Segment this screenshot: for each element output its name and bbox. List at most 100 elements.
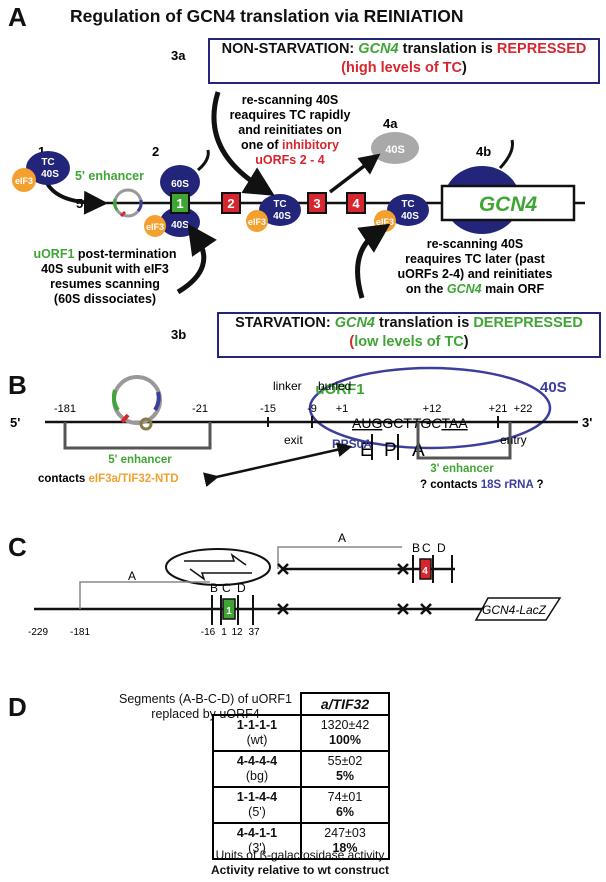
svg-text:P: P <box>384 440 397 461</box>
svg-text:eIF3: eIF3 <box>248 217 266 227</box>
svg-text:40S: 40S <box>273 211 291 222</box>
svg-text:eIF3: eIF3 <box>146 222 164 232</box>
uorf4-box <box>346 192 366 214</box>
svg-text:B: B <box>210 581 218 595</box>
uorf1-box <box>170 192 190 214</box>
svg-text:uORFs 2-4) and reinitiates: uORFs 2-4) and reinitiates <box>398 267 553 281</box>
svg-text:uORF1: uORF1 <box>315 381 364 398</box>
svg-text:+21: +21 <box>489 403 508 415</box>
svg-text:3: 3 <box>313 196 320 211</box>
gcn4-orf-box <box>440 184 576 222</box>
panel-b-letter: B <box>8 370 27 400</box>
svg-text:40S: 40S <box>385 144 405 156</box>
svg-text:uORFs 2 - 4: uORFs 2 - 4 <box>255 153 325 167</box>
panel-c-diagram: GCN4-LacZ A B C D 1 A B C D 4 -229 -181 … <box>28 531 562 638</box>
nonstarvation-box: NON-STARVATION: GCN4 translation is REPR… <box>208 38 600 84</box>
svg-text:60S: 60S <box>171 179 189 190</box>
gcn4-lacz-box <box>474 597 562 621</box>
svg-text:-181: -181 <box>54 403 76 415</box>
svg-text:exit: exit <box>284 433 303 447</box>
svg-text:? contacts 18S rRNA ?: ? contacts 18S rRNA ? <box>420 479 544 491</box>
svg-text:3' enhancer: 3' enhancer <box>430 463 494 475</box>
svg-text:A: A <box>128 569 136 583</box>
svg-text:re-scanning 40S: re-scanning 40S <box>427 237 524 251</box>
rescan-bottom-text: re-scanning 40S reaquires TC later (past… <box>398 237 553 296</box>
svg-text:B: B <box>412 541 420 555</box>
positions-b: -181 -21 -15 -9 +1 +12 +21 +22 <box>54 403 532 415</box>
svg-text:5': 5' <box>10 415 20 430</box>
svg-text:buried: buried <box>318 379 351 393</box>
step-label-4b: 4b <box>476 144 491 159</box>
peptide-2 <box>197 149 210 172</box>
svg-text:reaquires TC rapidly: reaquires TC rapidly <box>230 108 351 122</box>
bracket-3-enhancer <box>416 422 512 460</box>
svg-text:on the GCN4 main ORF: on the GCN4 main ORF <box>406 282 545 296</box>
svg-text:12: 12 <box>231 627 243 638</box>
panel-d-footer: Units of ß-galactosidase activity Activi… <box>210 848 390 877</box>
svg-text:-16: -16 <box>201 627 216 638</box>
arrow-4a <box>328 153 381 194</box>
svg-text:eIF3: eIF3 <box>376 217 394 227</box>
svg-text:C: C <box>422 541 431 555</box>
step-label-4a: 4a <box>383 116 398 131</box>
step-label-1: 1 <box>38 144 45 159</box>
svg-text:re-scanning 40S: re-scanning 40S <box>242 93 339 107</box>
svg-text:40S: 40S <box>171 220 189 231</box>
arrow-3a <box>211 91 275 196</box>
panel-a-letter: A <box>8 2 27 32</box>
uorf3-box <box>307 192 327 214</box>
svg-text:one of inhibitory: one of inhibitory <box>241 138 339 152</box>
svg-text:D: D <box>437 541 446 555</box>
svg-text:contacts eIF3a/TIF32-NTD: contacts eIF3a/TIF32-NTD <box>38 473 179 485</box>
svg-text:-9: -9 <box>307 403 317 415</box>
svg-text:+12: +12 <box>423 403 442 415</box>
ribosome-60s <box>160 165 200 199</box>
svg-text:37: 37 <box>248 627 260 638</box>
tc-40s-complex-1 <box>26 151 70 185</box>
svg-text:resumes scanning: resumes scanning <box>50 277 160 291</box>
svg-text:entry: entry <box>500 433 527 447</box>
panel-d-letter: D <box>8 692 27 722</box>
released-40s <box>371 132 419 164</box>
eif3-1 <box>12 168 36 192</box>
svg-text:TC: TC <box>273 199 286 210</box>
tc-40s-complex-3a <box>259 194 301 226</box>
contacts-arrow <box>203 442 353 487</box>
svg-text:-21: -21 <box>192 403 208 415</box>
panel-c-letter: C <box>8 532 27 562</box>
step-label-3b: 3b <box>171 327 186 342</box>
svg-text:-229: -229 <box>28 627 48 638</box>
rescan-top-text: re-scanning 40S reaquires TC rapidly and… <box>230 93 351 167</box>
panel-a-diagram: 3a 1 2 4a 4b 3b 5' 5' enhancer TC 40S eI… <box>12 48 585 342</box>
svg-text:C: C <box>222 581 231 595</box>
enhancer-ring-icon-b <box>111 375 162 431</box>
svg-text:40S: 40S <box>41 169 59 180</box>
svg-text:40S: 40S <box>540 379 567 396</box>
svg-text:40S: 40S <box>401 211 419 222</box>
svg-text:D: D <box>237 581 246 595</box>
svg-text:GCN4: GCN4 <box>479 193 538 216</box>
svg-text:E: E <box>360 440 373 461</box>
svg-text:reaquires TC later (past: reaquires TC later (past <box>405 252 545 266</box>
enhancer-label: 5' enhancer <box>75 169 144 183</box>
starvation-box: STARVATION: GCN4 translation is DEREPRES… <box>217 312 601 358</box>
positions-c: -229 -181 -16 1 12 37 <box>28 627 260 638</box>
svg-text:1: 1 <box>226 606 232 617</box>
uorf4-box-c <box>419 558 432 580</box>
svg-text:linker: linker <box>273 379 302 393</box>
uorf1-termination-text: uORF1 post-termination 40S subunit with … <box>33 247 176 306</box>
svg-text:TC: TC <box>41 157 54 168</box>
tc-40s-complex-3b <box>387 194 429 226</box>
panel-b-diagram: uORF1 40S 5' 3' -181 -21 -15 -9 +1 +12 +… <box>10 366 592 491</box>
svg-text:uORF1 post-termination: uORF1 post-termination <box>33 247 176 261</box>
cross-marks-top <box>277 563 409 575</box>
peptide-gcn4 <box>498 139 514 170</box>
swap-icon <box>165 548 271 586</box>
step-label-2: 2 <box>152 144 159 159</box>
svg-text:5' enhancer: 5' enhancer <box>108 454 172 466</box>
svg-text:and reinitiates on: and reinitiates on <box>238 123 342 137</box>
